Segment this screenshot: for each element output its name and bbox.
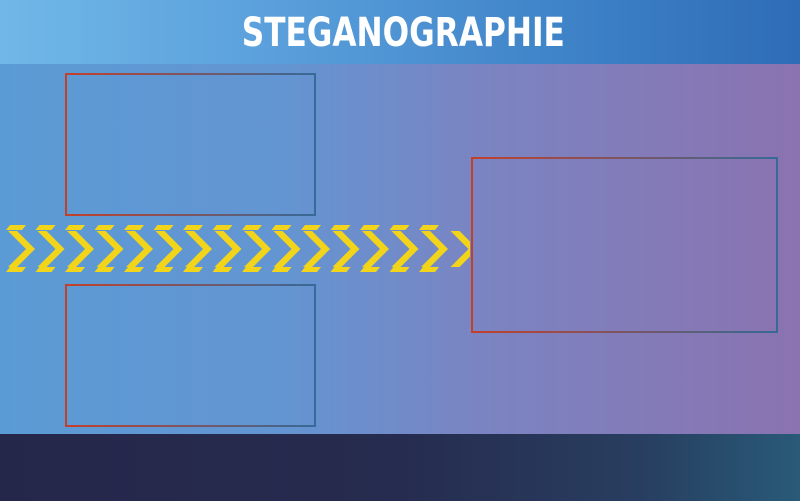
chevron-dash — [419, 267, 439, 272]
chevron-mark — [155, 231, 183, 267]
chevron-mark — [185, 231, 212, 267]
chevron-dash — [94, 267, 115, 272]
chevron-dash — [212, 225, 233, 230]
chevron-dash — [360, 267, 380, 272]
chevron-dash — [153, 225, 174, 230]
chevron-mark — [214, 231, 242, 267]
chevron-dash — [330, 225, 351, 230]
chevron-dash — [124, 267, 144, 272]
chevron-arrow-icon — [6, 225, 470, 272]
chevron-mark — [126, 231, 153, 267]
chevron-mark — [303, 231, 330, 267]
chevron-mark — [273, 231, 301, 267]
chevron-mark — [244, 231, 271, 267]
chevron-dash — [389, 267, 410, 272]
chevron-mark — [450, 231, 470, 267]
chevron-mark — [421, 231, 448, 267]
input-box-top — [65, 73, 316, 216]
output-box — [471, 157, 778, 333]
chevron-dash — [6, 267, 26, 272]
chevron-dash — [301, 267, 321, 272]
chevron-mark — [332, 231, 360, 267]
footer-bar — [0, 434, 800, 501]
input-box-bottom — [65, 284, 316, 427]
chevron-mark — [67, 231, 94, 267]
chevron-dash — [35, 267, 56, 272]
chevron-dash — [94, 225, 115, 230]
chevron-dash — [389, 225, 410, 230]
chevron-dash — [242, 225, 262, 230]
chevron-dash — [212, 267, 233, 272]
page-title: STEGANOGRAPHIE — [241, 10, 565, 56]
chevron-dash — [65, 225, 85, 230]
chevron-dash — [35, 225, 56, 230]
chevron-dash — [360, 225, 380, 230]
chevron-dash — [183, 225, 203, 230]
chevron-mark — [96, 231, 124, 267]
chevron-mark — [37, 231, 65, 267]
chevron-dash — [271, 267, 292, 272]
header-bar: STEGANOGRAPHIE — [0, 0, 800, 64]
chevron-dash — [419, 225, 439, 230]
chevron-dash — [6, 225, 26, 230]
chevron-dash — [330, 267, 351, 272]
chevron-dash — [271, 225, 292, 230]
chevron-dash — [301, 225, 321, 230]
chevron-mark — [362, 231, 389, 267]
chevron-mark — [8, 231, 35, 267]
chevron-dash — [65, 267, 85, 272]
chevron-dash — [183, 267, 203, 272]
chevron-dash — [124, 225, 144, 230]
chevron-dash — [153, 267, 174, 272]
chevron-dash — [242, 267, 262, 272]
chevron-mark — [391, 231, 419, 267]
